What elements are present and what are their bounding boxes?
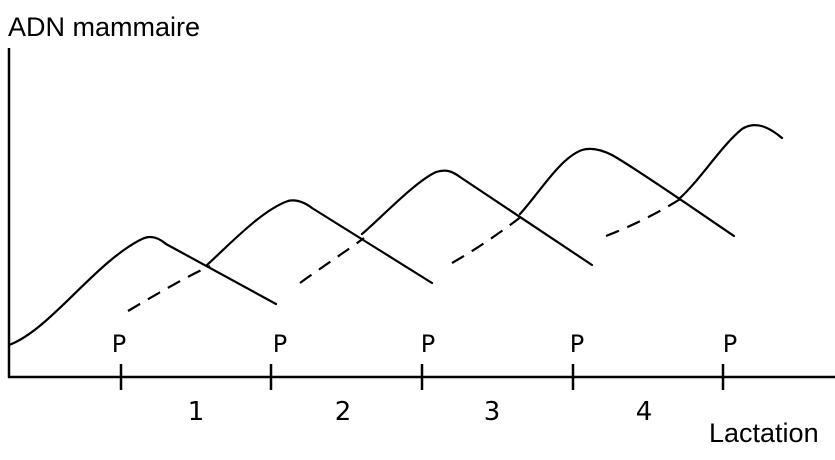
parturition-label: P bbox=[112, 330, 126, 358]
lactation-period-label: 2 bbox=[335, 397, 352, 427]
dashed-dna-curves bbox=[127, 197, 683, 312]
solid-curve-cycle-2 bbox=[205, 199, 434, 285]
x-axis-title: Lactation bbox=[709, 418, 819, 448]
parturition-label: P bbox=[421, 330, 435, 358]
solid-curve-cycle-5 bbox=[678, 124, 784, 200]
solid-curve-cycle-3 bbox=[360, 169, 594, 267]
solid-dna-curves bbox=[7, 124, 784, 347]
y-axis-title: ADN mammaire bbox=[8, 12, 200, 42]
parturition-label: P bbox=[723, 330, 737, 358]
parturition-label: P bbox=[273, 330, 287, 358]
dashed-curve-segment-2 bbox=[299, 237, 365, 284]
lactation-period-label: 1 bbox=[188, 397, 205, 427]
dashed-curve-segment-4 bbox=[605, 197, 683, 238]
solid-curve-cycle-4 bbox=[518, 147, 736, 238]
lactation-period-labels: 1 2 3 4 bbox=[188, 397, 653, 427]
dashed-curve-segment-1 bbox=[127, 264, 211, 312]
solid-curve-cycle-1 bbox=[7, 235, 278, 347]
lactation-period-label: 3 bbox=[484, 397, 501, 427]
lactation-period-label: 4 bbox=[636, 397, 653, 427]
parturition-label: P bbox=[570, 330, 584, 358]
parturition-ticks bbox=[119, 364, 725, 390]
dashed-curve-segment-3 bbox=[451, 215, 523, 264]
parturition-labels: P P P P P bbox=[112, 330, 737, 358]
